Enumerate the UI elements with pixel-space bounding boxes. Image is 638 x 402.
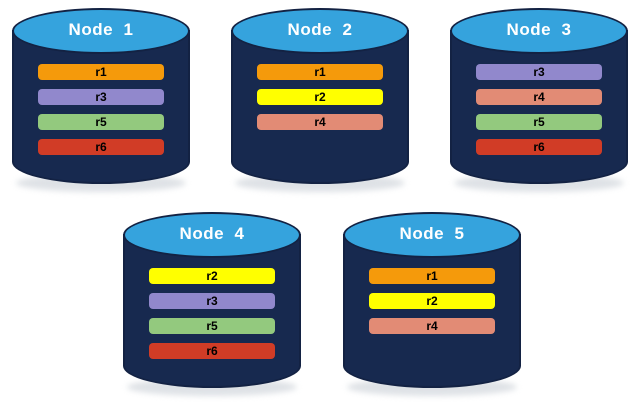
shard-item[interactable]: r3	[38, 89, 164, 105]
node-shard-list: r2 r3 r5 r6	[149, 268, 275, 368]
node-body	[231, 30, 409, 184]
shard-slot-empty	[257, 139, 383, 155]
node-body	[450, 30, 628, 184]
shard-item[interactable]: r1	[369, 268, 495, 284]
node-1[interactable]: Node 1 r1 r3 r5 r6	[12, 8, 190, 192]
shard-item[interactable]: r5	[476, 114, 602, 130]
node-shard-list: r1 r2 r4	[257, 64, 383, 164]
shard-item[interactable]: r6	[149, 343, 275, 359]
shard-item[interactable]: r2	[257, 89, 383, 105]
shard-item[interactable]: r3	[476, 64, 602, 80]
node-shard-list: r1 r3 r5 r6	[38, 64, 164, 164]
shard-item[interactable]: r4	[369, 318, 495, 334]
node-shard-list: r1 r2 r4	[369, 268, 495, 368]
node-3[interactable]: Node 3 r3 r4 r5 r6	[450, 8, 628, 192]
node-2[interactable]: Node 2 r1 r2 r4	[231, 8, 409, 192]
node-body	[12, 30, 190, 184]
shard-item[interactable]: r6	[38, 139, 164, 155]
shard-item[interactable]: r1	[38, 64, 164, 80]
node-body	[343, 234, 521, 388]
node-top-disc	[231, 8, 409, 54]
node-shard-list: r3 r4 r5 r6	[476, 64, 602, 164]
shard-item[interactable]: r4	[257, 114, 383, 130]
node-5[interactable]: Node 5 r1 r2 r4	[343, 212, 521, 396]
node-4[interactable]: Node 4 r2 r3 r5 r6	[123, 212, 301, 396]
node-top-disc	[343, 212, 521, 258]
node-top-disc	[12, 8, 190, 54]
shard-item[interactable]: r1	[257, 64, 383, 80]
node-top-disc	[123, 212, 301, 258]
shard-item[interactable]: r6	[476, 139, 602, 155]
shard-slot-empty	[369, 343, 495, 359]
shard-item[interactable]: r4	[476, 89, 602, 105]
shard-item[interactable]: r2	[149, 268, 275, 284]
shard-item[interactable]: r5	[38, 114, 164, 130]
node-top-disc	[450, 8, 628, 54]
shard-item[interactable]: r3	[149, 293, 275, 309]
shard-item[interactable]: r2	[369, 293, 495, 309]
shard-item[interactable]: r5	[149, 318, 275, 334]
